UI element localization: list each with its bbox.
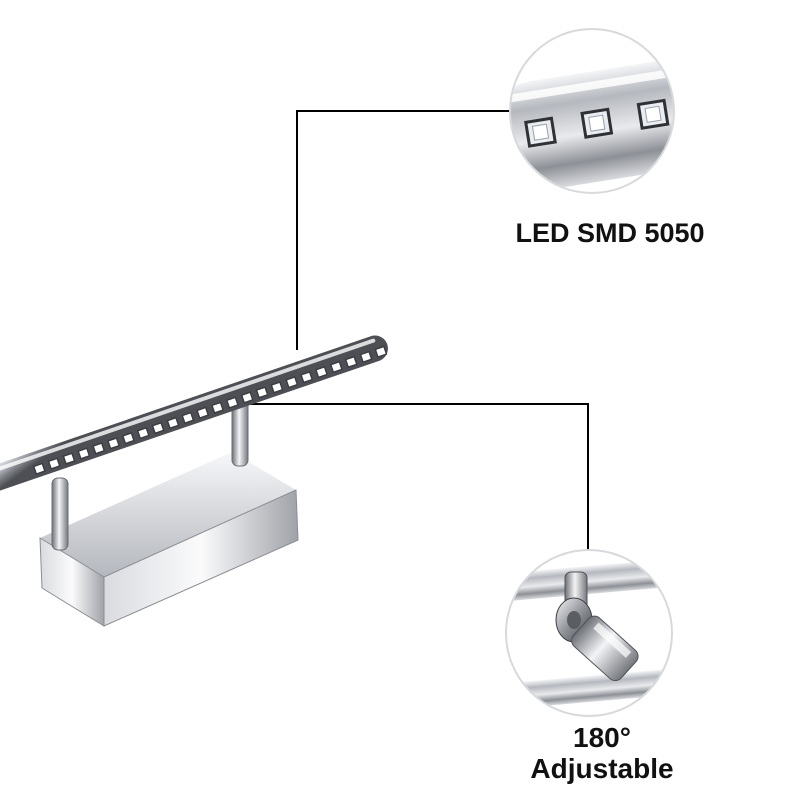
adjustable-label: Adjustable <box>530 753 674 784</box>
led-chip <box>240 391 254 404</box>
light-tube <box>0 335 388 492</box>
led-smd-caption: LED SMD 5050 <box>515 218 705 248</box>
led-closeup-icon <box>509 28 675 194</box>
led-chip <box>344 355 358 369</box>
led-chip <box>359 350 373 363</box>
led-chip <box>181 411 195 425</box>
led-chip-lens <box>531 123 550 141</box>
mounting-base <box>39 452 299 627</box>
led-chip <box>151 421 165 435</box>
led-chip <box>315 365 328 379</box>
led-chip-lens <box>644 105 662 123</box>
led-chip <box>374 345 388 358</box>
angle-label: 180° <box>573 722 631 753</box>
led-chip <box>107 437 120 450</box>
led-chip <box>47 457 61 470</box>
led-chip-lens <box>588 114 606 132</box>
led-chip <box>32 462 46 475</box>
led-chip <box>285 376 299 389</box>
support-arms <box>51 393 249 551</box>
led-chip <box>329 360 343 374</box>
leader-lines <box>244 110 589 552</box>
led-chip <box>255 386 269 399</box>
led-chip <box>121 432 135 445</box>
led-chip <box>92 442 106 455</box>
swivel-joint-closeup-icon <box>505 549 673 717</box>
led-chip <box>136 426 150 440</box>
led-row <box>32 345 388 475</box>
led-chip <box>270 381 284 394</box>
led-chip <box>211 401 224 414</box>
adjustable-caption: 180° Adjustable <box>486 722 718 784</box>
led-chip <box>196 406 210 419</box>
led-chip <box>62 452 76 465</box>
led-chip <box>166 416 180 430</box>
led-chip <box>225 396 239 409</box>
led-chip <box>77 447 91 460</box>
led-chip <box>300 371 314 384</box>
